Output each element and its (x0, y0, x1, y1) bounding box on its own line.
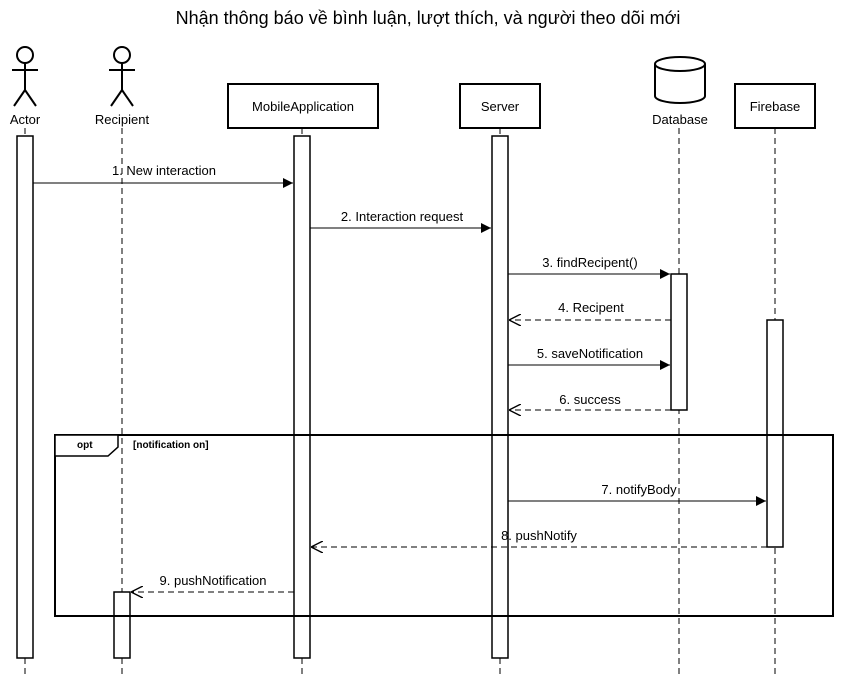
actor-figure-actor (12, 46, 38, 107)
activation-bar-firebase (766, 319, 784, 548)
activation-bar-mobile (293, 135, 311, 659)
activation-bars (16, 135, 784, 659)
activation-bar-database (670, 273, 688, 411)
diagram-title: Nhận thông báo về bình luận, lượt thích,… (176, 8, 681, 28)
messages: 1. New interaction 2. Interaction reques… (33, 163, 767, 592)
participant-box-firebase (734, 83, 816, 129)
participant-label-firebase: Firebase (750, 99, 801, 114)
opt-fragment-frame (54, 434, 834, 617)
opt-fragment-tab (54, 434, 119, 457)
opt-fragment-operator: opt (77, 440, 93, 451)
message-9-label: 9. pushNotification (160, 573, 267, 588)
message-7-label: 7. notifyBody (601, 482, 677, 497)
actor-figure-recipient (109, 46, 135, 107)
opt-fragment: opt [notification on] (54, 434, 834, 617)
message-4-label: 4. Recipent (558, 300, 624, 315)
message-6-label: 6. success (559, 392, 621, 407)
message-5-label: 5. saveNotification (537, 346, 643, 361)
message-3-label: 3. findRecipent() (542, 255, 637, 270)
message-2-label: 2. Interaction request (341, 209, 464, 224)
message-1-label: 1. New interaction (112, 163, 216, 178)
participant-label-mobile: MobileApplication (252, 99, 354, 114)
opt-fragment-guard: [notification on] (133, 440, 209, 451)
participant-label-database: Database (652, 112, 708, 127)
database-icon (654, 56, 706, 104)
activation-bar-server (491, 135, 509, 659)
activation-bar-recipient (113, 591, 131, 659)
participant-label-recipient: Recipient (95, 112, 150, 127)
activation-bar-actor (16, 135, 34, 659)
participant-label-actor: Actor (10, 112, 41, 127)
participant-box-mobile (227, 83, 379, 129)
message-8-label: 8. pushNotify (501, 528, 577, 543)
participant-box-server (459, 83, 541, 129)
participant-label-server: Server (481, 99, 520, 114)
